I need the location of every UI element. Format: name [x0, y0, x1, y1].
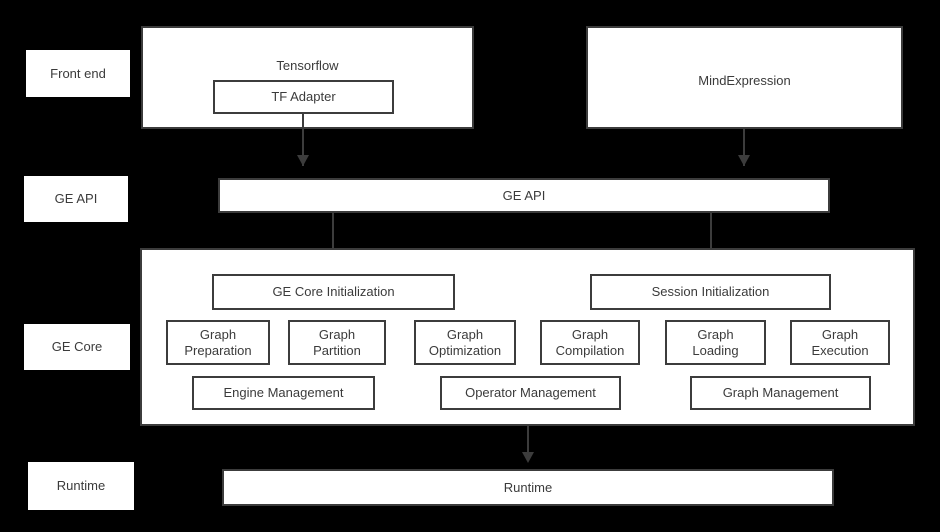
module-graph-compilation[interactable]: Graph Compilation	[540, 320, 640, 365]
layer-label-front-end: Front end	[26, 50, 130, 97]
ge-api-bar[interactable]: GE API	[218, 178, 830, 213]
module-graph-partition-line1: Graph	[318, 327, 356, 343]
module-graph-execution-line2: Execution	[811, 342, 869, 358]
layer-label-front-end-text: Front end	[50, 65, 106, 81]
runtime-bar[interactable]: Runtime	[222, 469, 834, 506]
manager-operator-management-label: Operator Management	[465, 385, 596, 401]
layer-label-runtime-text: Runtime	[56, 478, 106, 494]
module-graph-optimization-line2: Optimization	[428, 342, 502, 358]
module-graph-loading-line2: Loading	[692, 342, 739, 358]
manager-graph-management-label: Graph Management	[722, 385, 839, 401]
layer-label-ge-api: GE API	[24, 176, 128, 222]
module-graph-preparation-line1: Graph	[199, 327, 237, 343]
layer-label-ge-api-text: GE API	[54, 191, 98, 207]
session-initialization-label: Session Initialization	[651, 284, 770, 300]
manager-engine-management-label: Engine Management	[223, 385, 344, 401]
ge-core-initialization-box[interactable]: GE Core Initialization	[212, 274, 455, 310]
mindexpression-title: MindExpression	[698, 73, 791, 88]
session-initialization-box[interactable]: Session Initialization	[590, 274, 831, 310]
layer-label-ge-core-text: GE Core	[51, 339, 103, 355]
tf-adapter-label: TF Adapter	[271, 89, 336, 105]
module-graph-execution[interactable]: Graph Execution	[790, 320, 890, 365]
module-graph-optimization[interactable]: Graph Optimization	[414, 320, 516, 365]
manager-graph-management[interactable]: Graph Management	[690, 376, 871, 410]
runtime-bar-label: Runtime	[503, 479, 553, 495]
tf-adapter-box[interactable]: TF Adapter	[213, 80, 394, 114]
manager-engine-management[interactable]: Engine Management	[192, 376, 375, 410]
tensorflow-title: Tensorflow	[276, 58, 339, 73]
module-graph-loading[interactable]: Graph Loading	[665, 320, 766, 365]
module-graph-compilation-line2: Compilation	[555, 342, 625, 358]
module-graph-preparation[interactable]: Graph Preparation	[166, 320, 270, 365]
module-graph-optimization-line1: Graph	[446, 327, 484, 343]
module-graph-partition[interactable]: Graph Partition	[288, 320, 386, 365]
module-graph-preparation-line2: Preparation	[184, 342, 252, 358]
layer-label-ge-core: GE Core	[24, 324, 130, 370]
module-graph-compilation-line1: Graph	[571, 327, 609, 343]
mindexpression-container: MindExpression	[586, 26, 903, 129]
ge-api-bar-label: GE API	[502, 187, 546, 203]
module-graph-partition-line2: Partition	[313, 342, 361, 358]
module-graph-execution-line1: Graph	[821, 327, 859, 343]
layer-label-runtime: Runtime	[28, 462, 134, 510]
ge-core-initialization-label: GE Core Initialization	[272, 284, 395, 300]
module-graph-loading-line1: Graph	[697, 327, 734, 343]
manager-operator-management[interactable]: Operator Management	[440, 376, 621, 410]
